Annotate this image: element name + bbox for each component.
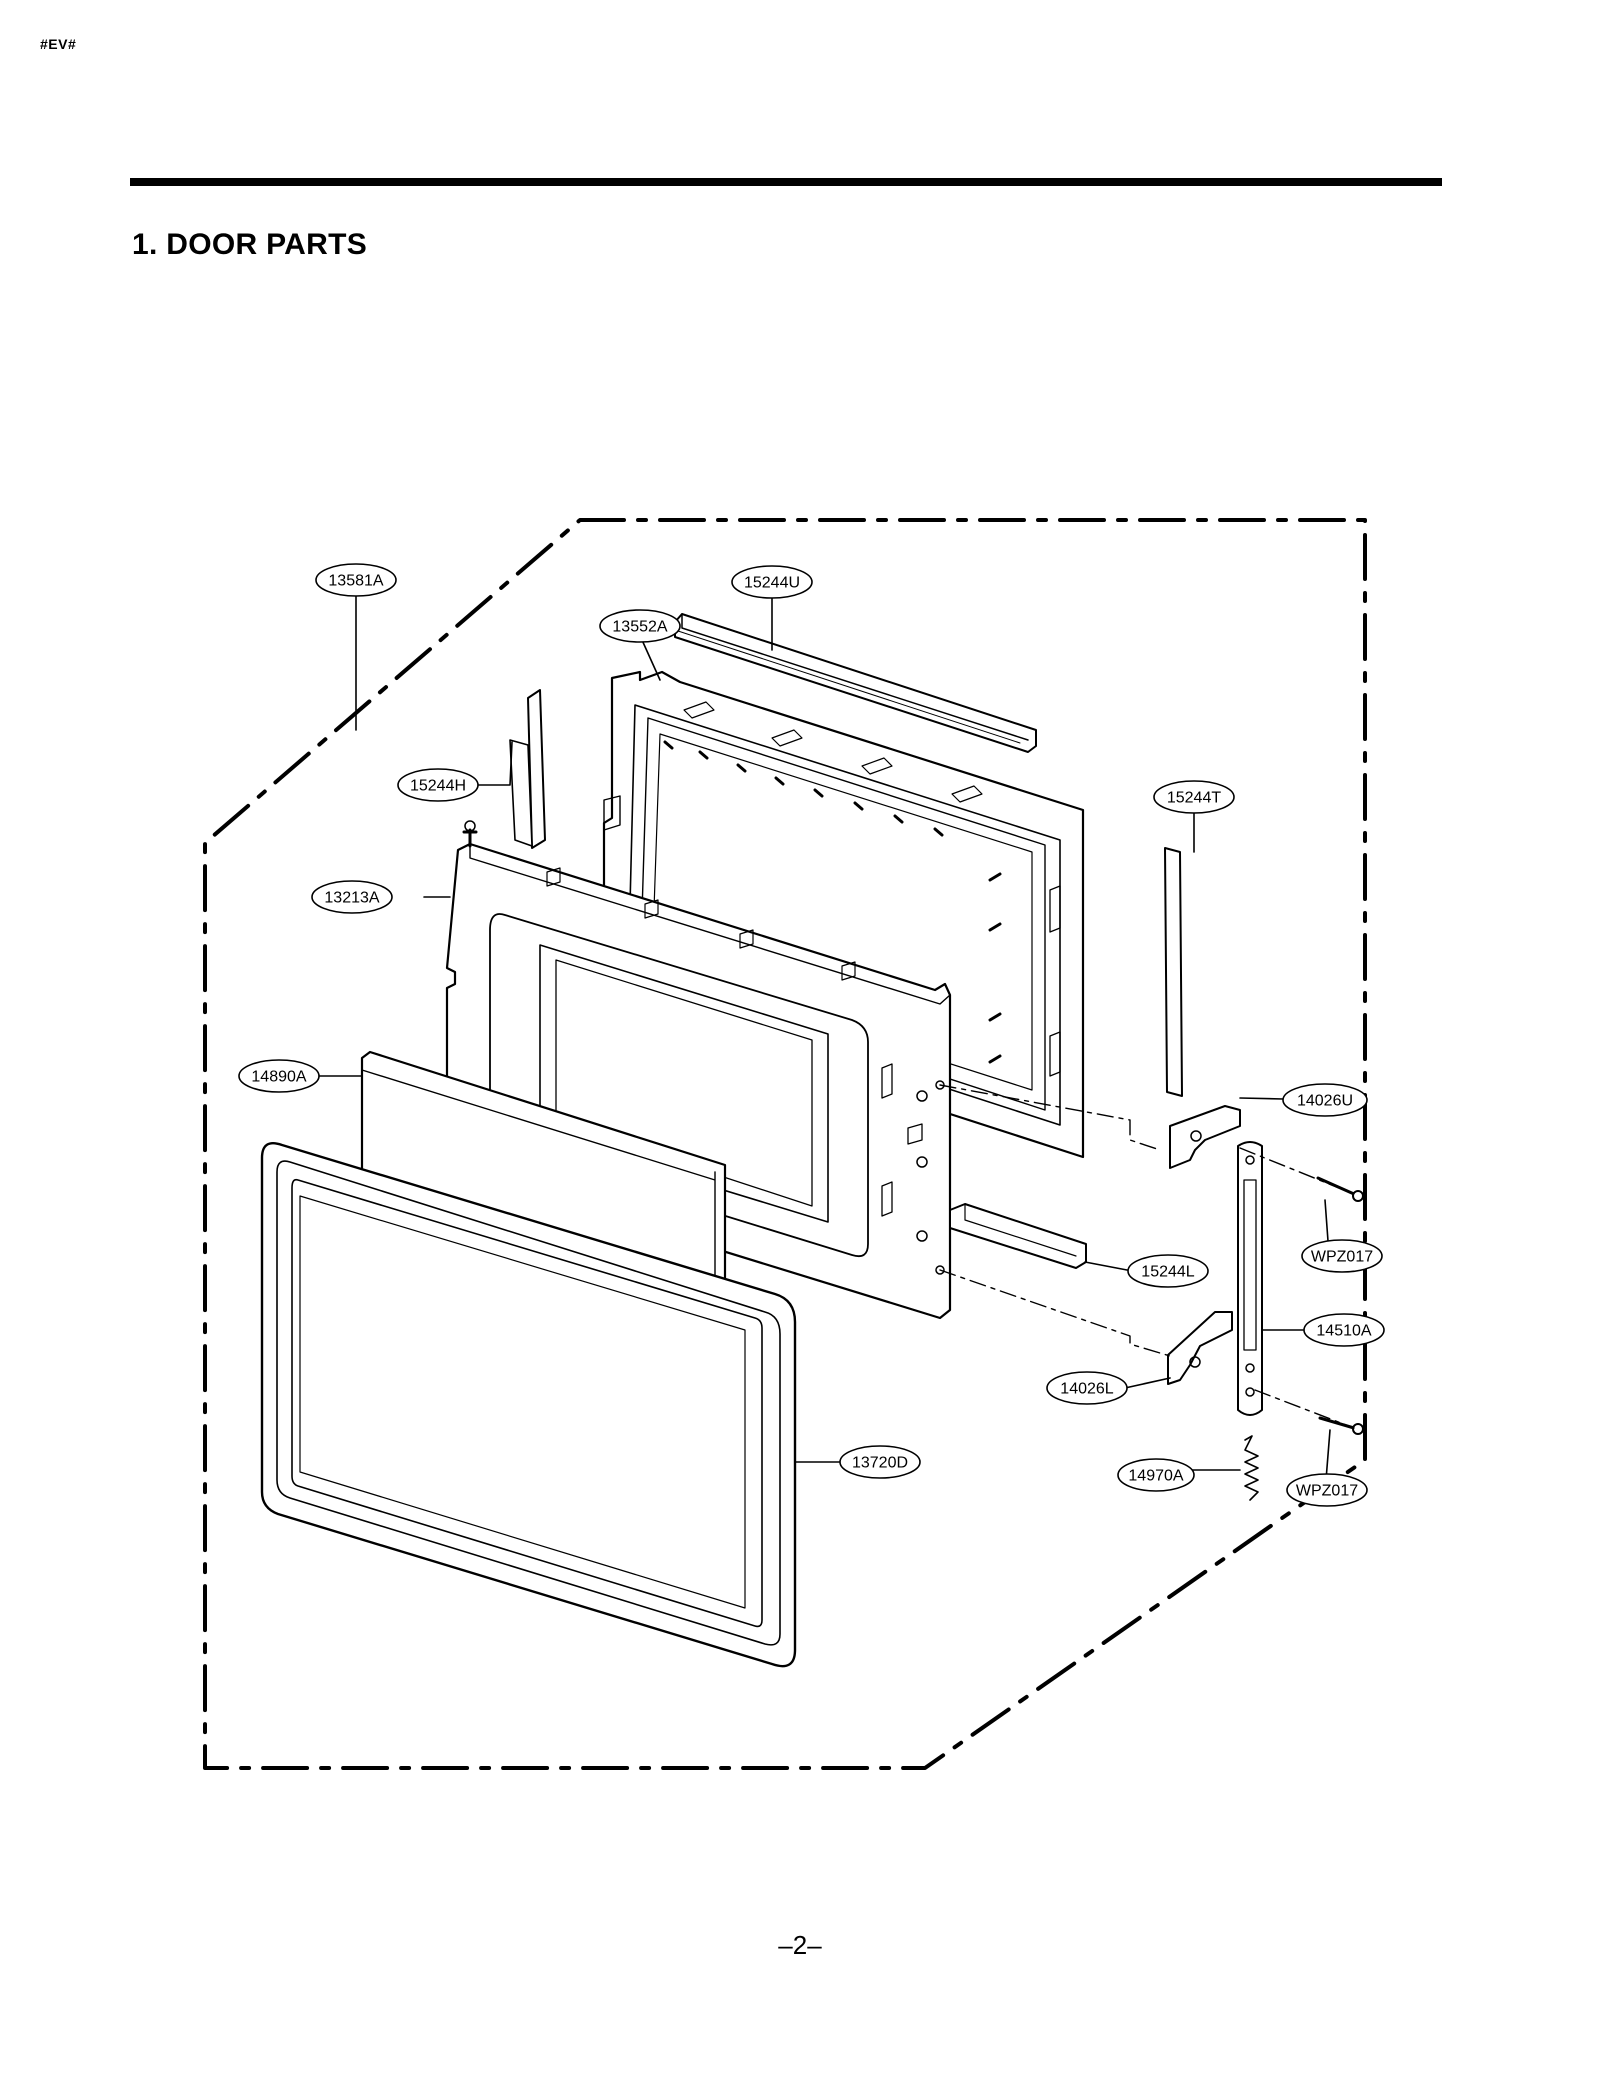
callout-balloon — [1282, 1083, 1368, 1117]
callout-15244L: 15244L — [1127, 1254, 1209, 1288]
door-panel-13720D — [260, 1141, 797, 1668]
callout-14026U: 14026U — [1282, 1083, 1368, 1117]
callout-label: WPZ017 — [1296, 1483, 1358, 1500]
screw-upper-wpz017 — [1316, 1176, 1364, 1202]
latch-lower-14026L — [1167, 1311, 1233, 1385]
document-code: #EV# — [40, 36, 77, 52]
callout-label: 13213A — [324, 890, 379, 907]
choke-upper-15244U — [674, 613, 1037, 753]
choke-lower-15244L — [949, 1203, 1087, 1269]
callout-14510A: 14510A — [1303, 1313, 1385, 1347]
callout-label: 14510A — [1316, 1323, 1371, 1340]
callout-balloon — [1046, 1371, 1128, 1405]
latch-upper-14026U — [1169, 1105, 1241, 1169]
callout-label: 15244T — [1167, 790, 1221, 807]
callout-balloon — [839, 1445, 921, 1479]
callout-label: 15244U — [744, 575, 800, 592]
callout-balloon — [397, 768, 479, 802]
callout-balloon — [1303, 1313, 1385, 1347]
callout-balloon — [1301, 1239, 1383, 1273]
callout-label: 14026U — [1297, 1093, 1353, 1110]
callout-13552A: 13552A — [599, 609, 681, 643]
callout-14970A: 14970A — [1117, 1458, 1195, 1492]
callout-13720D: 13720D — [839, 1445, 921, 1479]
callout-balloon — [238, 1059, 320, 1093]
callout-label: 14890A — [251, 1069, 306, 1086]
callout-balloon — [1286, 1473, 1368, 1507]
spring-14970A — [1244, 1435, 1259, 1501]
callout-WPZ017b: WPZ017 — [1286, 1473, 1368, 1507]
top-rule — [130, 178, 1442, 186]
callout-balloon — [1127, 1254, 1209, 1288]
callout-WPZ017a: WPZ017 — [1301, 1239, 1383, 1273]
assembly-boundary — [203, 518, 1367, 1770]
callout-balloon — [1117, 1458, 1195, 1492]
section-title: 1. DOOR PARTS — [132, 228, 368, 261]
screw-lower-wpz017 — [1318, 1416, 1364, 1435]
callout-14026L: 14026L — [1046, 1371, 1128, 1405]
callout-balloon — [731, 565, 813, 599]
callout-label: 14026L — [1060, 1381, 1113, 1398]
callout-15244U: 15244U — [731, 565, 813, 599]
callout-label: 14970A — [1128, 1468, 1183, 1485]
callout-balloon — [1153, 780, 1235, 814]
choke-right-15244T — [1164, 847, 1183, 1097]
callout-balloon — [315, 563, 397, 597]
choke-left-15244H — [509, 689, 546, 849]
callout-balloon — [599, 609, 681, 643]
callout-15244T: 15244T — [1153, 780, 1235, 814]
callout-label: 13581A — [328, 573, 383, 590]
callout-label: 15244L — [1141, 1264, 1194, 1281]
callout-balloon — [311, 880, 393, 914]
callout-13213A: 13213A — [311, 880, 393, 914]
callout-label: 13552A — [612, 619, 667, 636]
assembly-centerlines — [939, 1084, 1355, 1429]
callout-14890A: 14890A — [238, 1059, 320, 1093]
latch-lever-14510A — [1237, 1141, 1263, 1416]
page-number: –2– — [778, 1930, 822, 1960]
callout-label: 15244H — [410, 778, 466, 795]
callout-15244H: 15244H — [397, 768, 479, 802]
callout-label: 13720D — [852, 1455, 908, 1472]
callout-13581A: 13581A — [315, 563, 397, 597]
callout-label: WPZ017 — [1311, 1249, 1373, 1266]
callout-layer: 13581A 15244U 13552A 15244H 15244T 13213A 1489… — [238, 563, 1385, 1507]
